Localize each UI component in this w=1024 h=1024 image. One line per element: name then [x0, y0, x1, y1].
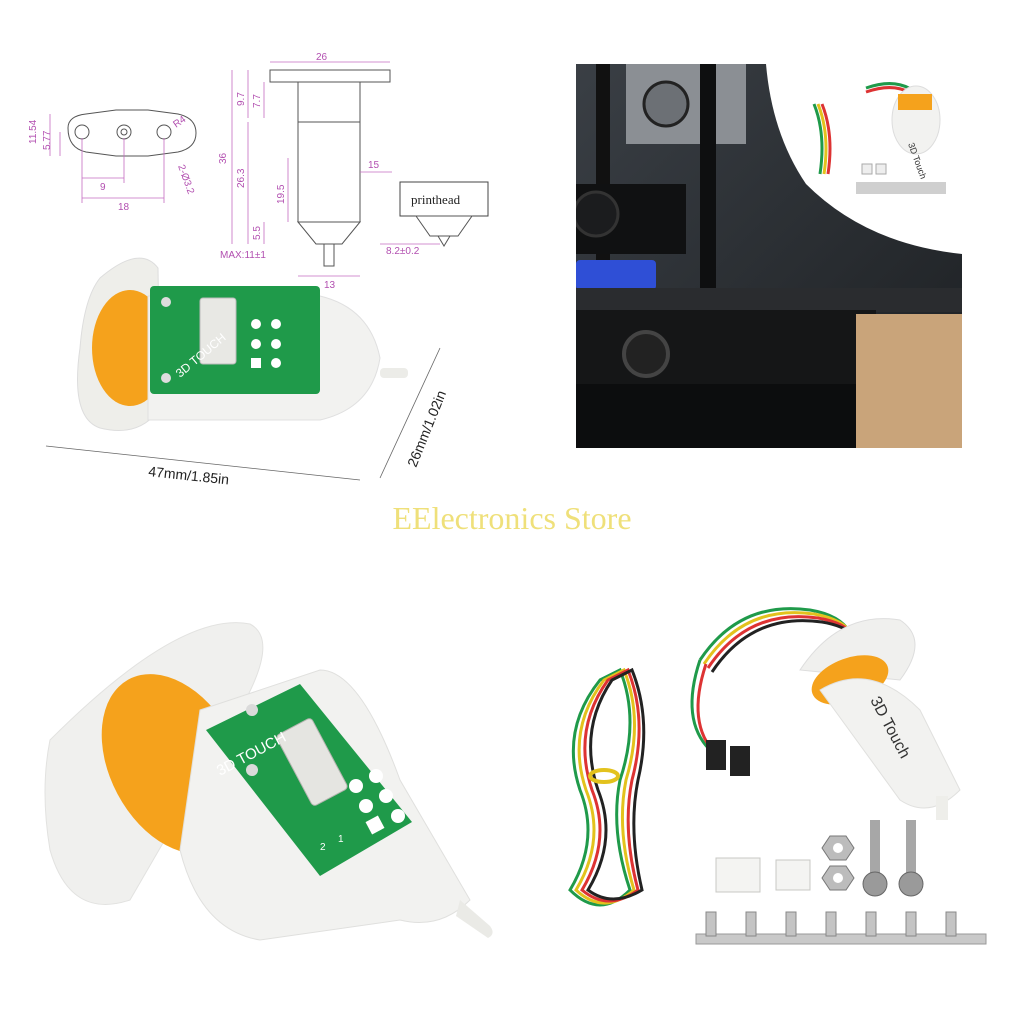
dim-19-5: 19.5 — [276, 184, 287, 204]
dimension-drawing-panel: 11.54 5.77 9 18 R4 2-Ø3.2 26 9.7 7.7 36 … — [20, 48, 520, 488]
printer-photo-panel: 3D Touch — [576, 64, 962, 448]
extension-cable — [568, 667, 646, 907]
size-height-label: 26mm/1.02in — [404, 388, 449, 469]
dim-11-54: 11.54 — [28, 119, 39, 144]
dimension-drawing: 11.54 5.77 9 18 R4 2-Ø3.2 26 9.7 7.7 36 … — [28, 52, 489, 487]
printer-photo: 3D Touch — [576, 64, 962, 448]
probe-photo: 3D TOUCH 1 2 5 — [44, 622, 493, 941]
dim-36: 36 — [218, 152, 229, 164]
mount-hole-center-inner — [120, 128, 128, 136]
dim-5-77: 5.77 — [42, 130, 53, 150]
crimp-terminals — [705, 911, 957, 937]
dim-18: 18 — [118, 202, 130, 213]
probe-needle — [456, 900, 493, 938]
crimp-terminal-strip — [695, 933, 987, 945]
dupont-connector-2 — [730, 746, 750, 776]
body-main — [297, 121, 361, 223]
pin-number-1: 1 — [338, 834, 344, 845]
wooden-desk — [856, 314, 962, 448]
bltouch-sensor: 3D Touch — [799, 618, 961, 820]
frame-right — [700, 64, 716, 324]
printhead-box — [399, 181, 489, 217]
dupont-connector-1 — [706, 740, 726, 770]
mount-hole-center — [116, 124, 132, 140]
printhead-nozzle — [415, 215, 473, 237]
dim-15: 15 — [368, 160, 380, 171]
dim-9: 9 — [100, 182, 106, 193]
connector-housing-large — [715, 857, 761, 893]
printhead-label: printhead — [411, 192, 461, 207]
screw-2 — [906, 820, 916, 880]
body-top-flange — [269, 69, 391, 83]
screw-1 — [870, 820, 880, 880]
probe-pin — [323, 243, 335, 267]
dim-max: MAX:11±1 — [220, 250, 266, 261]
mount-plate-outline — [67, 109, 197, 157]
dim-5-5: 5.5 — [252, 226, 263, 240]
probe-photo-panel: 3D TOUCH 1 2 5 — [20, 600, 520, 980]
printed-parts — [576, 260, 656, 290]
body-tip — [296, 221, 362, 245]
probe-render-small: 3D TOUCH — [77, 257, 408, 431]
mount-hole-left — [74, 124, 90, 140]
connector-header — [276, 718, 348, 806]
pin-number-2: 2 — [320, 842, 326, 853]
printhead-tip — [437, 235, 451, 247]
dim-hole: 2-Ø3.2 — [175, 163, 196, 196]
dim-7-7: 7.7 — [252, 94, 263, 108]
store-name: EElectronics Store — [392, 500, 632, 536]
dim-26: 26 — [316, 52, 328, 63]
kit-contents: 3D Touch — [568, 607, 987, 945]
mount-hole-right — [156, 124, 172, 140]
dim-26-3: 26.3 — [236, 168, 247, 188]
size-width-label: 47mm/1.85in — [148, 463, 230, 487]
dim-8-2: 8.2±0.2 — [386, 246, 420, 257]
dim-9-7: 9.7 — [236, 92, 247, 106]
body-upper — [297, 81, 361, 123]
kit-contents-panel: 3D Touch — [540, 590, 1010, 990]
connector-housing-small — [775, 859, 811, 891]
print-bed — [576, 288, 962, 312]
pin-number-5: 5 — [400, 772, 406, 783]
dim-13: 13 — [324, 280, 336, 291]
